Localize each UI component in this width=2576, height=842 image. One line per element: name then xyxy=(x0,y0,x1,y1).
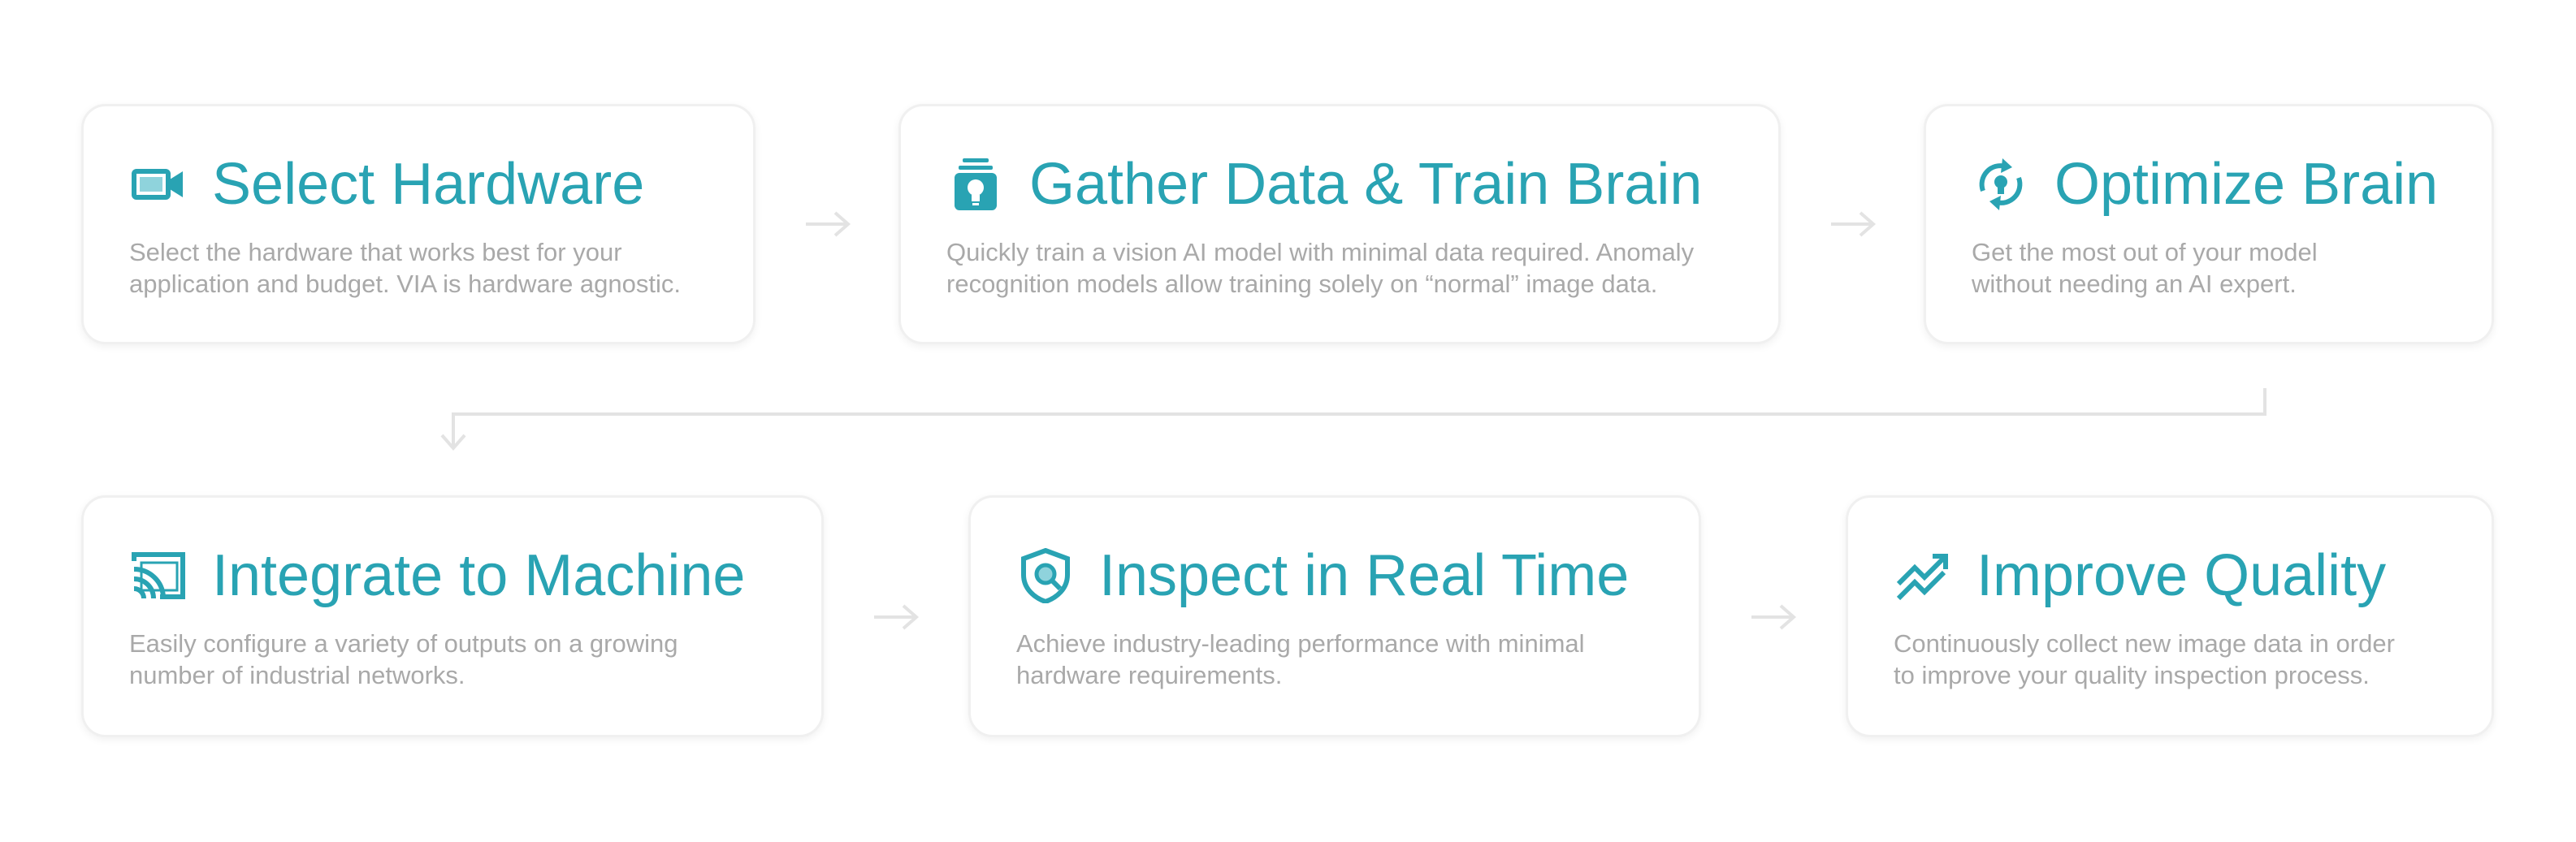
step-card-gather-data: Gather Data & Train Brain Quickly train … xyxy=(898,104,1781,344)
step-description: Continuously collect new image data in o… xyxy=(1894,629,2395,689)
trending-up-icon xyxy=(1895,548,1950,603)
flow-arrow xyxy=(871,601,923,633)
flow-arrow xyxy=(803,208,855,240)
step-card-integrate: Integrate to Machine Easily configure a … xyxy=(81,495,824,737)
step-title: Integrate to Machine xyxy=(212,543,746,608)
shield-search-icon xyxy=(1018,548,1073,603)
cast-icon xyxy=(131,548,186,603)
step-card-optimize-brain: Optimize Brain Get the most out of your … xyxy=(1924,104,2494,344)
step-description: Achieve industry-leading performance wit… xyxy=(1016,629,1585,689)
refresh-bulb-icon xyxy=(1973,157,2028,212)
lightbulb-database-icon xyxy=(948,157,1003,212)
step-description: Select the hardware that works best for … xyxy=(129,238,682,298)
step-description: Quickly train a vision AI model with min… xyxy=(946,238,1695,298)
flow-arrow xyxy=(1748,601,1800,633)
step-card-select-hardware: Select Hardware Select the hardware that… xyxy=(81,104,755,344)
step-description: Easily configure a variety of outputs on… xyxy=(129,629,678,689)
step-card-inspect: Inspect in Real Time Achieve industry-le… xyxy=(968,495,1701,737)
step-title: Gather Data & Train Brain xyxy=(1029,152,1703,217)
step-card-improve-quality: Improve Quality Continuously collect new… xyxy=(1846,495,2494,737)
step-title: Improve Quality xyxy=(1976,543,2387,608)
step-title: Inspect in Real Time xyxy=(1099,543,1630,608)
row-connector-arrow xyxy=(431,382,2299,463)
step-title: Optimize Brain xyxy=(2054,152,2439,217)
step-description: Get the most out of your model without n… xyxy=(1972,238,2318,298)
video-camera-icon xyxy=(131,157,186,212)
step-title: Select Hardware xyxy=(212,152,645,217)
flow-arrow xyxy=(1828,208,1880,240)
